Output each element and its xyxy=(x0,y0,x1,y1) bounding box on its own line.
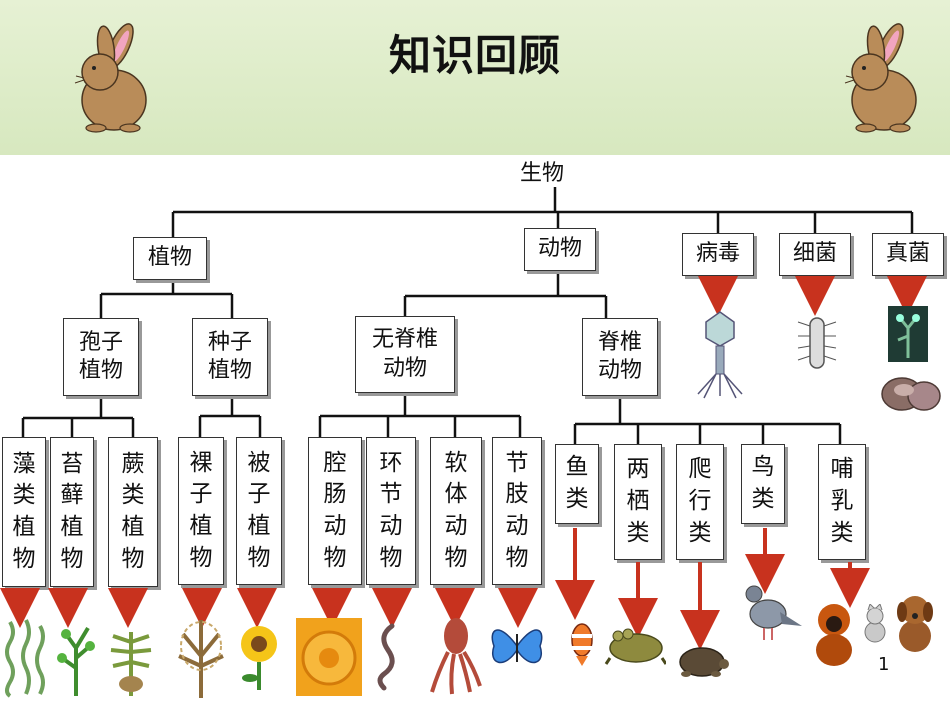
node-birds: 鸟类 xyxy=(741,444,785,524)
node-fungi: 真菌 xyxy=(872,233,944,276)
node-bacteria: 细菌 xyxy=(779,233,851,276)
fish-illustration xyxy=(571,623,593,666)
sunflower-illustration xyxy=(241,626,277,690)
node-reptiles: 爬行类 xyxy=(676,444,724,560)
butterfly-illustration xyxy=(491,629,543,664)
node-invertebrates: 无脊椎动物 xyxy=(355,316,455,393)
node-mosses: 苔藓植物 xyxy=(50,437,94,587)
node-arthropods: 节肢动物 xyxy=(492,437,542,585)
root-label-organisms: 生物 xyxy=(520,161,565,186)
gymnosperm-illustration xyxy=(178,620,224,698)
pigeon-illustration xyxy=(745,585,802,640)
mushroom-illustration xyxy=(881,377,941,411)
node-seed-plants: 种子植物 xyxy=(192,318,268,396)
cat-illustration xyxy=(864,604,886,643)
turtle-illustration xyxy=(679,647,729,677)
moss-illustration xyxy=(57,626,95,696)
rabbit-illustration-right xyxy=(844,23,917,133)
node-mollusks: 软体动物 xyxy=(430,437,482,585)
node-plants: 植物 xyxy=(133,237,207,280)
fern-illustration xyxy=(110,632,152,696)
virus-illustration xyxy=(697,311,743,399)
node-ferns: 蕨类植物 xyxy=(108,437,158,587)
node-gymnosperms: 裸子植物 xyxy=(178,437,224,585)
node-angiosperms: 被子植物 xyxy=(236,437,282,585)
node-vertebrates: 脊椎动物 xyxy=(582,318,658,396)
sea-anemone-illustration xyxy=(296,618,362,696)
node-amphibians: 两栖类 xyxy=(614,444,662,560)
puppy-illustration xyxy=(897,596,933,652)
node-fish: 鱼类 xyxy=(555,444,599,524)
squid-illustration xyxy=(430,618,482,695)
node-coelenterates: 腔肠动物 xyxy=(308,437,362,585)
mold-illustration xyxy=(888,306,928,362)
node-annelids: 环节动物 xyxy=(366,437,416,585)
node-animals: 动物 xyxy=(524,228,596,271)
node-mammals: 哺乳类 xyxy=(818,444,866,560)
title-banner xyxy=(0,0,950,155)
earthworm-illustration xyxy=(377,623,395,691)
monkey-illustration xyxy=(816,604,852,666)
rabbit-illustration-left xyxy=(74,23,147,133)
node-algae: 藻类植物 xyxy=(2,437,46,587)
frog-illustration xyxy=(604,628,666,665)
node-viruses: 病毒 xyxy=(682,233,754,276)
node-spore-plants: 孢子植物 xyxy=(63,318,139,396)
algae-illustration xyxy=(5,619,45,698)
bacteria-illustration xyxy=(797,317,837,369)
page-title: 知识回顾 xyxy=(388,31,561,80)
page-number: 1 xyxy=(878,654,890,675)
